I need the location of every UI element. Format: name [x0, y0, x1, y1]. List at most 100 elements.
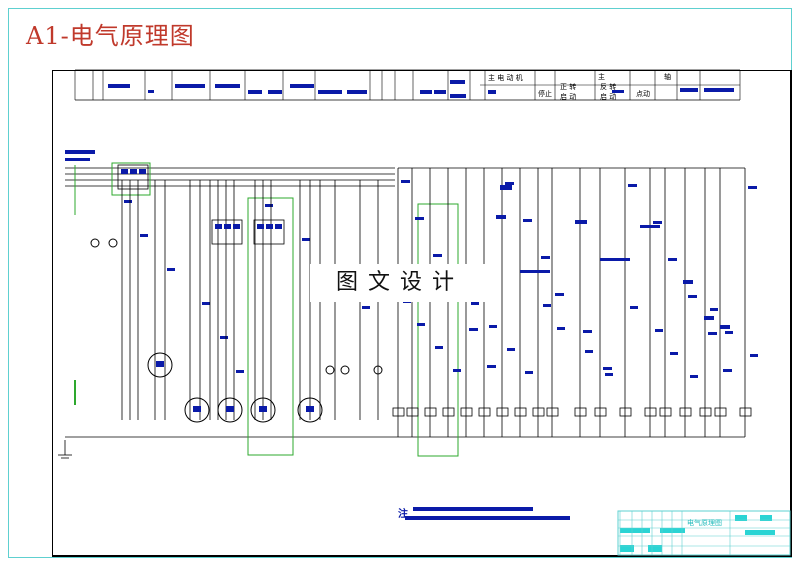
label-block — [600, 258, 630, 261]
label-block — [167, 268, 175, 271]
title-block-cell — [620, 545, 634, 552]
relay-coil — [659, 407, 672, 417]
highlight-box — [111, 162, 151, 196]
label-block — [233, 224, 240, 229]
label-block — [612, 90, 624, 93]
label-block — [507, 348, 515, 351]
relay-coil — [478, 407, 491, 417]
label-block — [748, 186, 757, 189]
label-block — [605, 373, 613, 376]
label-block — [413, 507, 533, 511]
sheet-title: A1-电气原理图 — [26, 22, 195, 50]
motor-symbol — [147, 352, 173, 378]
lamp-symbol — [373, 365, 383, 375]
lamp-symbol — [90, 238, 100, 248]
highlight-box — [247, 197, 294, 456]
label-block — [347, 90, 367, 94]
label-block — [688, 295, 697, 298]
label-block — [108, 84, 130, 88]
label-block — [653, 221, 662, 224]
label-block — [415, 217, 424, 220]
label-block — [435, 346, 443, 349]
label-block — [265, 204, 273, 207]
relay-coil — [594, 407, 607, 417]
label-block — [505, 182, 514, 185]
label-block — [487, 365, 496, 368]
motor-symbol — [184, 397, 210, 423]
title-block-drawing-name: 电气原理图 — [687, 519, 722, 527]
motor-symbol — [250, 397, 276, 423]
label-block — [306, 406, 314, 412]
label-block — [469, 328, 478, 331]
label-block — [725, 331, 733, 334]
relay-coil — [532, 407, 545, 417]
watermark-text: 图文设计 — [310, 264, 490, 302]
label-block — [401, 180, 410, 183]
relay-coil — [644, 407, 657, 417]
label-block — [683, 280, 693, 284]
contactor-box — [117, 164, 149, 190]
label-block — [405, 516, 570, 520]
label-block — [603, 367, 612, 370]
label-block — [302, 238, 310, 241]
label-block — [585, 350, 593, 353]
label-block — [680, 88, 698, 92]
label-block — [130, 169, 137, 174]
label-block — [215, 224, 222, 229]
label-block — [290, 84, 314, 88]
label-block — [630, 306, 638, 309]
relay-coil — [546, 407, 559, 417]
title-block-cell — [735, 515, 747, 521]
label-block — [496, 215, 506, 219]
label-block — [575, 220, 587, 224]
label-block — [668, 258, 677, 261]
label-block — [750, 354, 758, 357]
label-block — [453, 369, 461, 372]
header-main-motor: 主 电 动 机 — [488, 74, 523, 82]
label-block — [723, 369, 732, 372]
header-main: 主 — [598, 73, 605, 81]
label-block — [202, 302, 210, 305]
label-block — [420, 90, 432, 94]
label-block — [220, 336, 228, 339]
lamp-symbol — [325, 365, 335, 375]
label-block — [417, 323, 425, 326]
relay-coil — [406, 407, 419, 417]
title-block-cell — [648, 545, 662, 552]
label-block — [275, 224, 282, 229]
label-block — [248, 90, 262, 94]
relay-coil — [514, 407, 527, 417]
label-block — [433, 254, 442, 257]
title-block-cell — [745, 530, 775, 535]
label-block — [226, 406, 234, 412]
label-block — [124, 200, 132, 203]
relay-coil — [442, 407, 455, 417]
label-block — [434, 90, 446, 94]
motor-symbol — [217, 397, 243, 423]
label-block — [690, 375, 698, 378]
label-block — [257, 224, 264, 229]
relay-coil — [574, 407, 587, 417]
label-block — [215, 84, 240, 88]
label-block — [268, 90, 282, 94]
label-block — [140, 234, 148, 237]
header-stop: 停止 — [538, 90, 552, 98]
highlight-box — [417, 203, 459, 457]
relay-coil — [739, 407, 752, 417]
title-block-cell — [620, 528, 650, 533]
header-start-2: 启 动 — [600, 93, 617, 101]
label-block — [488, 90, 496, 94]
header-start-1: 启 动 — [560, 93, 577, 101]
label-block — [318, 90, 342, 94]
label-block — [523, 219, 532, 222]
label-block — [704, 316, 714, 320]
label-block — [555, 293, 564, 296]
header-jog: 点动 — [636, 90, 650, 98]
label-block — [266, 224, 273, 229]
lamp-symbol — [340, 365, 350, 375]
label-block — [121, 169, 128, 174]
relay-coil — [679, 407, 692, 417]
label-block — [500, 185, 512, 190]
label-block — [720, 325, 730, 329]
